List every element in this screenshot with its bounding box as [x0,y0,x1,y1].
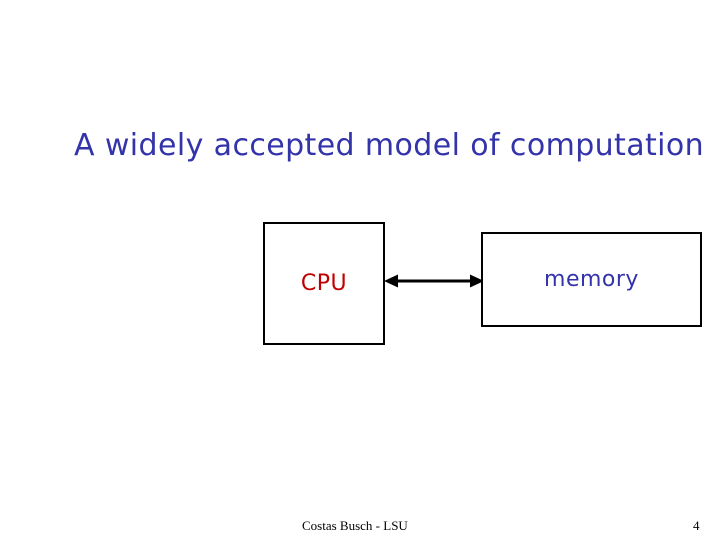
page-title: A widely accepted model of computation [74,128,705,163]
footer-credit: Costas Busch - LSU [302,518,408,533]
diagram-node-cpu: CPU [263,222,385,345]
bidirectional-arrow-icon [384,272,484,290]
diagram-node-memory-label: memory [544,267,639,292]
diagram-node-memory: memory [481,232,702,327]
footer-page-number: 4 [693,518,700,533]
diagram-node-cpu-label: CPU [300,271,348,296]
